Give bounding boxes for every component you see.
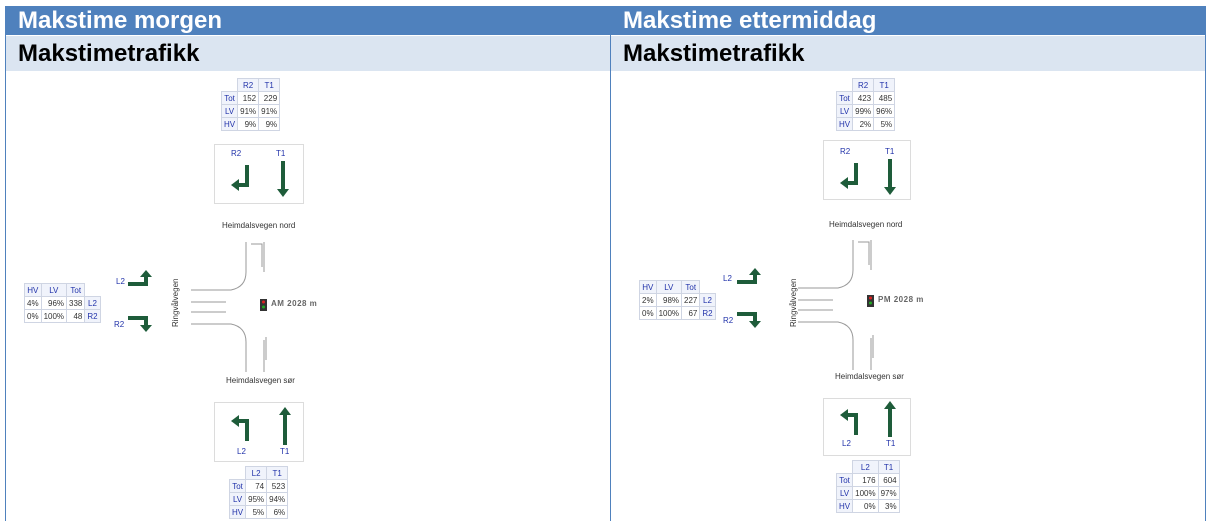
l2-arrow-icon (128, 270, 152, 286)
south-arrows-icon (840, 401, 896, 437)
north-arrows-icon (840, 159, 896, 195)
intersection-map (798, 240, 874, 370)
road-label-north: Heimdalsvegen nord (222, 221, 296, 230)
north-arrow-box: R2 T1 (823, 140, 911, 200)
south-arrows-icon (231, 407, 291, 445)
road-label-west: Ringvålvegen (171, 278, 180, 327)
traffic-light-icon (260, 299, 267, 311)
road-label-west: Ringvålvegen (789, 278, 798, 327)
r2-arrow-icon (128, 316, 152, 332)
road-label-north: Heimdalsvegen nord (829, 220, 903, 229)
header-morning: Makstime morgen (6, 6, 610, 35)
header-afternoon: Makstime ettermiddag (611, 6, 1205, 35)
south-arrow-box: L2 T1 (823, 398, 911, 456)
subheader-morning: Makstimetrafikk (6, 36, 610, 71)
l2-arrow-icon (737, 268, 761, 284)
north-arrows-icon (231, 161, 289, 197)
road-label-south: Heimdalsvegen sør (835, 372, 904, 381)
traffic-light-icon (867, 295, 874, 307)
subheader-afternoon: Makstimetrafikk (611, 36, 1205, 71)
r2-arrow-icon (737, 312, 761, 328)
table-border-left (5, 6, 6, 521)
scenario-label: PM 2028 m (878, 295, 924, 304)
scenario-label: AM 2028 m (271, 299, 318, 308)
table-border-middle (610, 6, 611, 521)
table-border-right (1205, 6, 1206, 521)
south-arrow-box: L2 T1 (214, 402, 304, 462)
road-label-south: Heimdalsvegen sør (226, 376, 295, 385)
intersection-map (191, 242, 267, 372)
north-arrow-box: R2 T1 (214, 144, 304, 204)
